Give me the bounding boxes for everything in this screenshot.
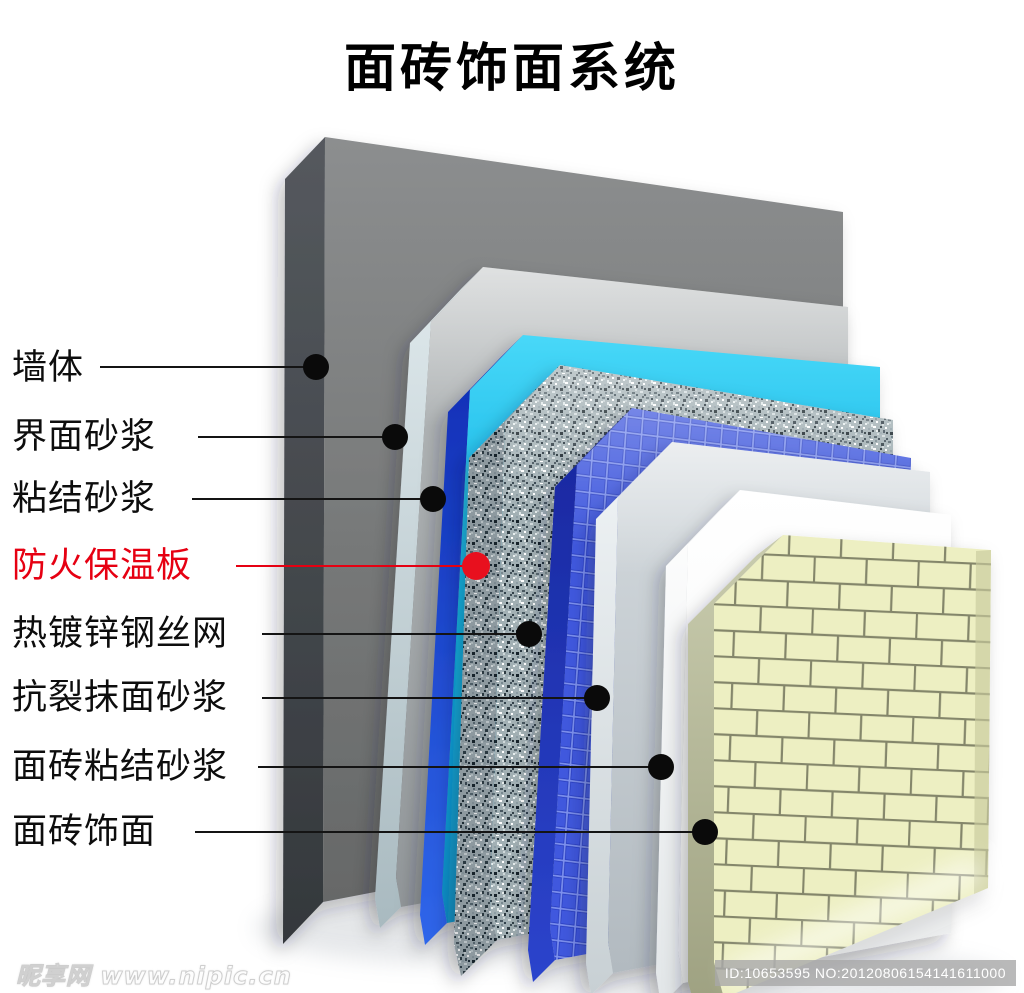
label-interface-mortar: 界面砂浆	[12, 417, 157, 457]
tile-facing-edge	[688, 535, 783, 993]
label-wall: 墙体	[12, 348, 85, 388]
dot-insulation-board	[462, 552, 490, 580]
wall-edge	[283, 137, 325, 944]
dot-interface-mortar	[382, 424, 408, 450]
bonding-mortar-edge	[420, 335, 523, 945]
steel-mesh-edge	[528, 408, 632, 982]
page-title: 面砖饰面系统	[343, 39, 680, 99]
label-bonding-mortar: 粘结砂浆	[12, 479, 157, 519]
label-tile-bonding-mortar: 面砖粘结砂浆	[12, 747, 229, 787]
tile-mortar-edge	[656, 490, 740, 993]
insulation-board-edge-shade	[454, 365, 560, 976]
label-fireproof-insulation-board: 防火保温板	[12, 546, 193, 586]
dot-wall	[303, 354, 329, 380]
id-badge: ID:10653595 NO:20120806154141611000	[714, 960, 1016, 986]
label-crack-resistant-mortar: 抗裂抹面砂浆	[12, 678, 229, 718]
tile-facing-reflection	[723, 854, 987, 992]
dot-plaster-mortar	[584, 685, 610, 711]
label-galvanized-steel-mesh: 热镀锌钢丝网	[12, 614, 229, 654]
tile-facing-layer	[688, 535, 991, 993]
dot-tile-facing	[692, 819, 718, 845]
watermark-url: www.nipic.cn	[100, 962, 292, 991]
label-tile-facing: 面砖饰面	[12, 812, 157, 852]
dot-steel-mesh	[516, 621, 542, 647]
interface-mortar-edge	[375, 267, 483, 928]
watermark-site: 昵享网	[16, 962, 91, 991]
annotations	[100, 354, 718, 845]
dot-bonding-mortar	[420, 486, 446, 512]
plaster-mortar-edge	[586, 442, 672, 993]
tile-facing-right-shade	[974, 550, 991, 894]
watermark: 昵享网 www.nipic.cn	[16, 956, 292, 991]
dot-tile-mortar	[648, 754, 674, 780]
